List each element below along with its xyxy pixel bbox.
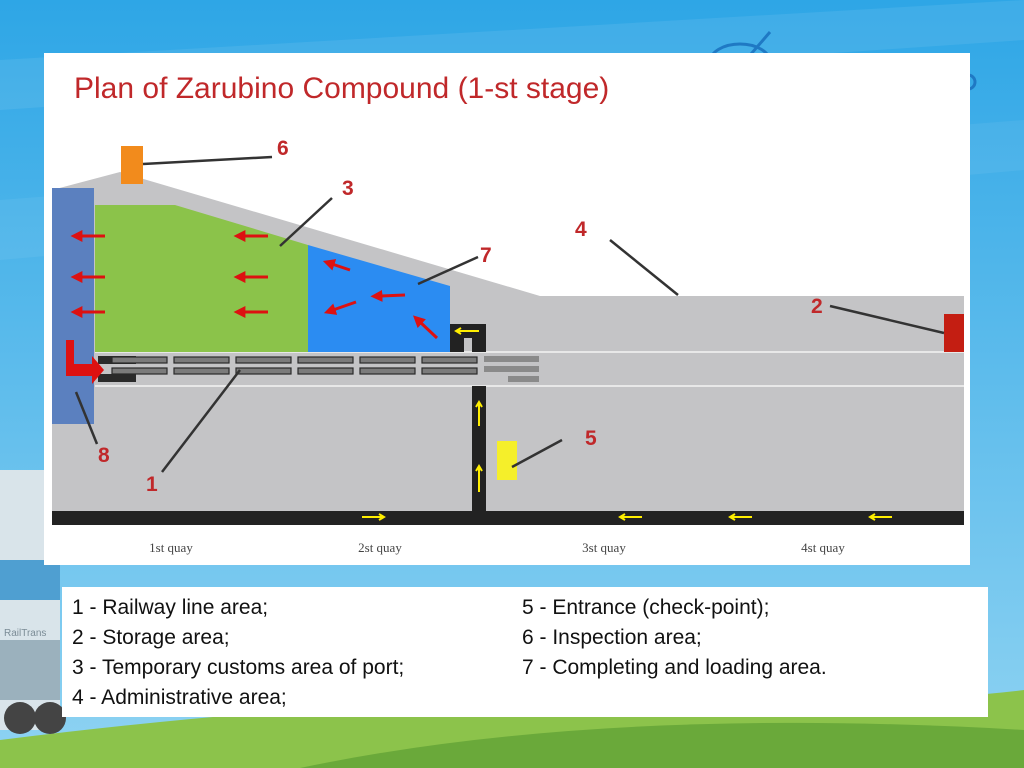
flow-arrows-red <box>70 230 439 340</box>
callout-5: 5 <box>585 427 597 450</box>
legend-item-2: 2 - Storage area; <box>72 626 230 649</box>
customs-area <box>95 205 308 352</box>
railway-tracks <box>98 356 539 382</box>
storage-area <box>944 314 964 352</box>
callout-4: 4 <box>575 218 587 241</box>
legend-box: 1 - Railway line area; 2 - Storage area;… <box>62 587 988 717</box>
railway-bar <box>52 188 94 424</box>
watermark-text: RailTrans <box>4 628 47 639</box>
page-title: Plan of Zarubino Compound (1-st stage) <box>74 72 610 105</box>
callout-6: 6 <box>277 137 289 160</box>
callout-1: 1 <box>146 473 158 496</box>
legend-item-4: 4 - Administrative area; <box>72 686 287 709</box>
legend-item-1: 1 - Railway line area; <box>72 596 269 619</box>
rail-entry-arrow <box>66 340 104 384</box>
legend-item-5: 5 - Entrance (check-point); <box>522 596 770 619</box>
callout-2: 2 <box>811 295 823 318</box>
checkpoint-booth <box>497 441 517 480</box>
callout-leaders <box>74 155 945 473</box>
quay-label-2: 2st quay <box>358 540 402 555</box>
legend-item-3: 3 - Temporary customs area of port; <box>72 656 405 679</box>
callout-7: 7 <box>480 244 492 267</box>
flow-arrows-yellow <box>362 327 892 521</box>
callout-8: 8 <box>98 444 110 467</box>
callout-3: 3 <box>342 177 354 200</box>
quay-label-4: 4st quay <box>801 540 845 555</box>
inspection-area <box>121 146 143 184</box>
quay-label-3: 3st quay <box>582 540 626 555</box>
legend-item-6: 6 - Inspection area; <box>522 626 702 649</box>
quay-label-1: 1st quay <box>149 540 193 555</box>
legend-item-7: 7 - Completing and loading area. <box>522 656 827 679</box>
